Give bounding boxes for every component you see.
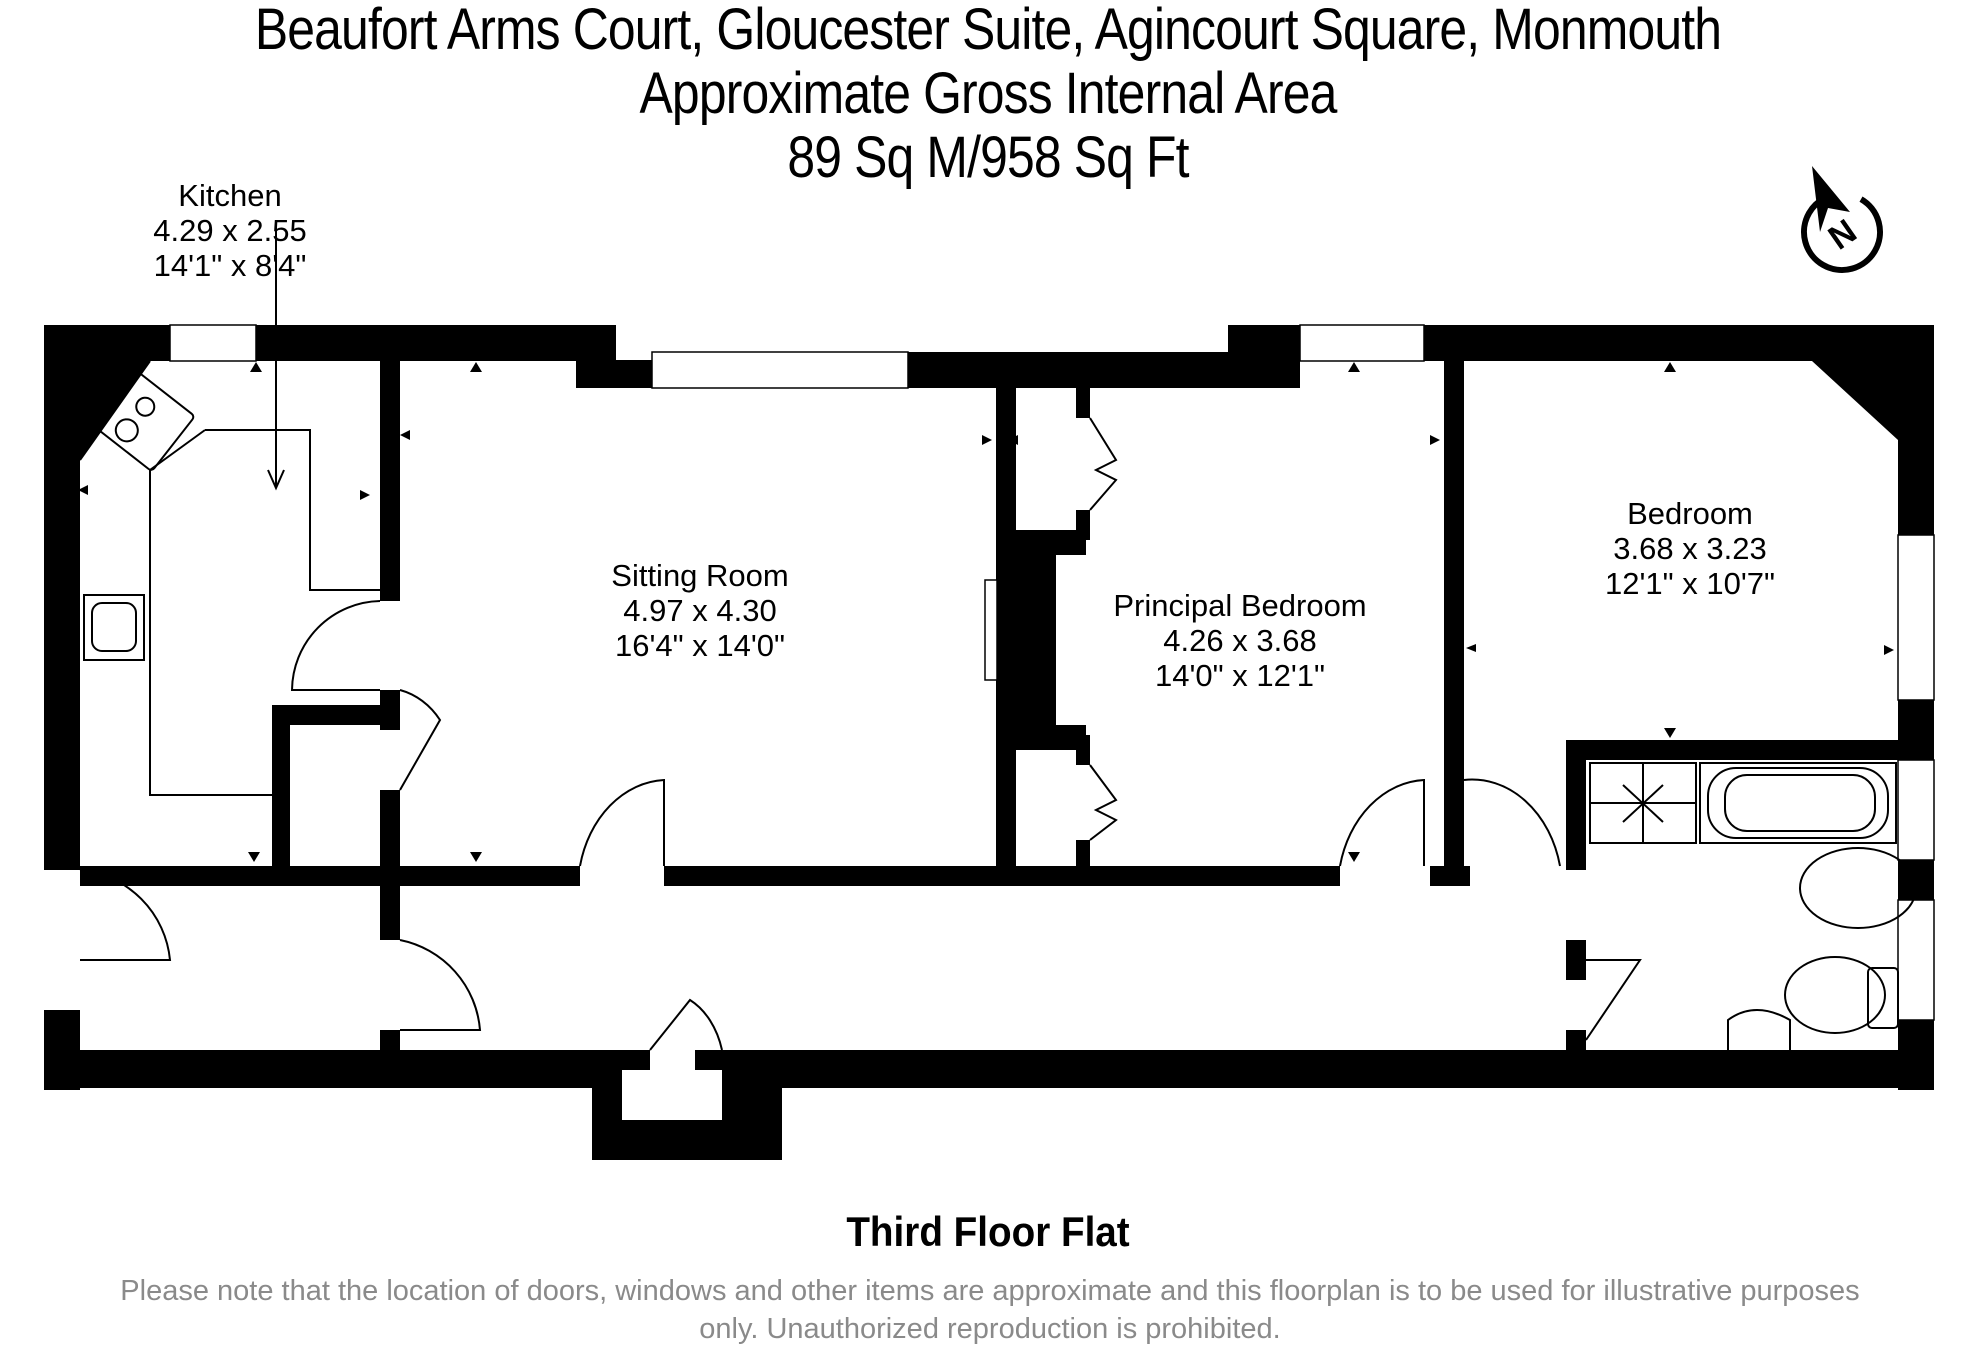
disclaimer-text: Please note that the location of doors, … <box>120 1275 1860 1345</box>
plan-header: Beaufort Arms Court, Gloucester Suite, A… <box>0 0 1976 188</box>
room-label-sitting-room: Sitting Room 4.97 x 4.30 16'4" x 14'0" <box>590 558 810 663</box>
room-name: Principal Bedroom <box>1113 588 1367 623</box>
room-label-bedroom: Bedroom 3.68 x 3.23 12'1" x 10'7" <box>1570 496 1810 601</box>
room-metric-size: 4.26 x 3.68 <box>1163 623 1317 658</box>
room-imperial-size: 12'1" x 10'7" <box>1604 566 1775 601</box>
area-label: Approximate Gross Internal Area <box>639 61 1338 126</box>
room-name: Sitting Room <box>611 558 789 593</box>
area-value: 89 Sq M/958 Sq Ft <box>787 125 1189 190</box>
room-imperial-size: 14'0" x 12'1" <box>1154 658 1325 693</box>
wall <box>44 325 80 870</box>
room-imperial-size: 16'4" x 14'0" <box>614 628 785 663</box>
room-label-kitchen: Kitchen 4.29 x 2.55 14'1" x 8'4" <box>130 178 330 283</box>
north-arrow-icon: N <box>1790 160 1890 285</box>
floor-name: Third Floor Flat <box>846 1208 1130 1255</box>
room-imperial-size: 14'1" x 8'4" <box>153 248 307 283</box>
room-name: Bedroom <box>1627 496 1753 531</box>
room-metric-size: 4.97 x 4.30 <box>623 593 777 628</box>
property-address: Beaufort Arms Court, Gloucester Suite, A… <box>254 0 1722 62</box>
room-metric-size: 4.29 x 2.55 <box>153 213 307 248</box>
room-name: Kitchen <box>178 178 282 213</box>
room-metric-size: 3.68 x 3.23 <box>1613 531 1767 566</box>
room-label-principal-bedroom: Principal Bedroom 4.26 x 3.68 14'0" x 12… <box>1090 588 1390 693</box>
